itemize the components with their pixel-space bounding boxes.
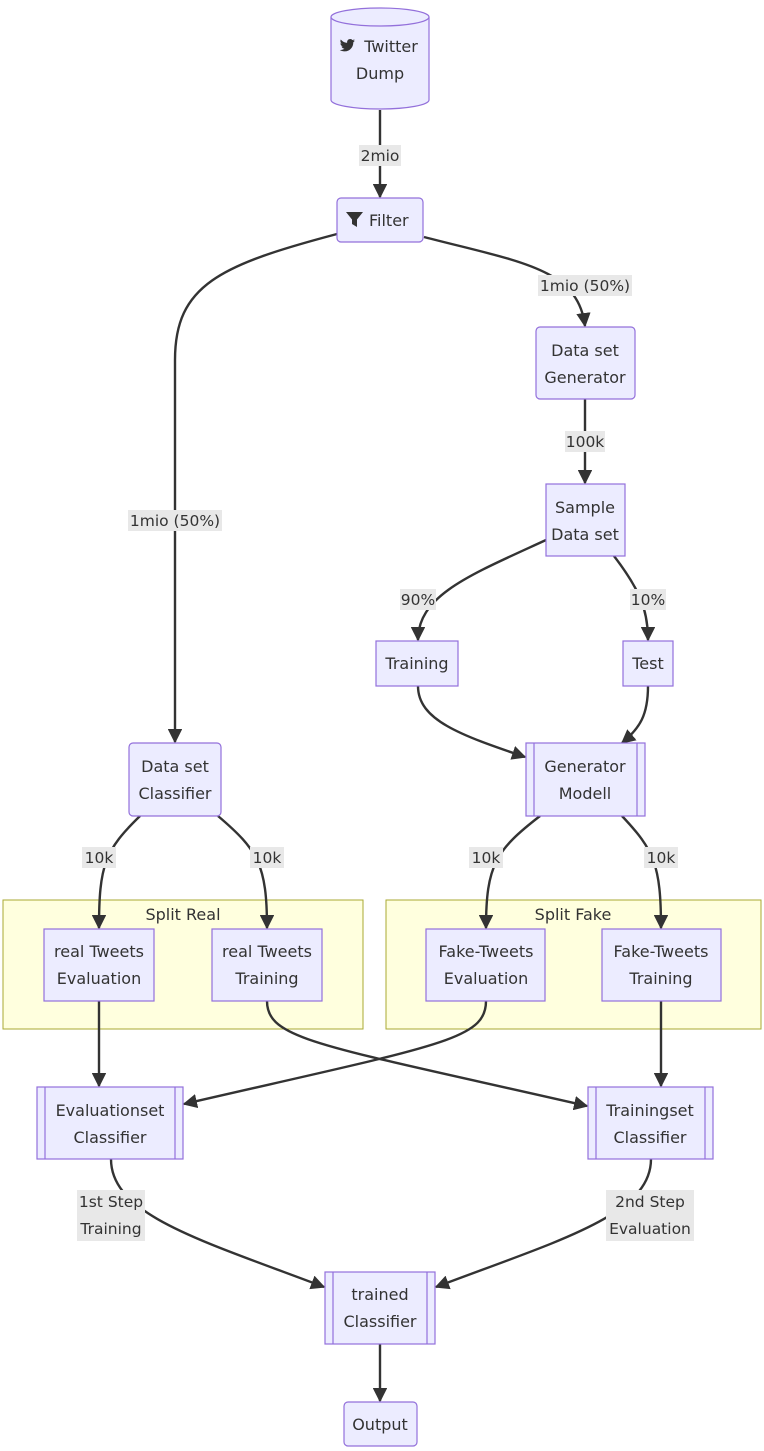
node-real-eval-line2: Evaluation: [57, 969, 141, 988]
node-output-label: Output: [352, 1415, 408, 1434]
node-real-train-line2: Training: [234, 969, 298, 988]
node-fake-train-line2: Training: [628, 969, 692, 988]
edge-labels: 2mio 1mio (50%) 1mio (50%) 100k 90% 10% …: [77, 145, 694, 1241]
node-generator-modell[interactable]: Generator Modell: [525, 742, 646, 817]
node-evaluationset-classifier[interactable]: Evaluationset Classifier: [36, 1086, 184, 1160]
node-trainingset-classifier[interactable]: Trainingset Classifier: [587, 1086, 714, 1160]
node-test-label: Test: [631, 654, 664, 673]
node-fake-eval-line2: Evaluation: [444, 969, 528, 988]
node-generator-modell-line2: Modell: [559, 784, 611, 803]
node-evalset-classifier-line2: Classifier: [73, 1128, 146, 1147]
node-sample-dataset-line1: Sample: [555, 498, 615, 517]
node-dataset-generator-line2: Generator: [544, 368, 626, 387]
edge-sample-training: [410, 538, 547, 642]
cluster-split-fake-label: Split Fake: [535, 905, 612, 924]
node-dataset-classifier-line1: Data set: [141, 757, 209, 776]
edge-fake-eval-evalset: [182, 1000, 488, 1109]
node-sample-dataset-line2: Data set: [551, 525, 619, 544]
edge-test-modell: [620, 685, 650, 744]
node-trainset-classifier-line2: Classifier: [613, 1128, 686, 1147]
edge-label-sample-training: 90%: [400, 589, 436, 610]
svg-text:10k: 10k: [647, 849, 676, 867]
svg-text:2mio: 2mio: [361, 147, 400, 165]
node-twitter-dump-line2: Dump: [356, 64, 404, 83]
svg-text:1st Step: 1st Step: [79, 1193, 143, 1211]
node-fake-eval-line1: Fake-Tweets: [439, 942, 534, 961]
svg-text:1mio (50%): 1mio (50%): [130, 512, 220, 530]
node-twitter-dump-line1: Twitter: [363, 37, 418, 56]
node-twitter-dump[interactable]: Twitter Dump: [330, 7, 430, 110]
edge-label-filter-classifier: 1mio (50%): [128, 510, 222, 531]
edge-real-train-trainset: [265, 1000, 589, 1111]
svg-text:10k: 10k: [472, 849, 501, 867]
node-generator-modell-line1: Generator: [544, 757, 626, 776]
node-test[interactable]: Test: [622, 640, 674, 687]
node-sample-dataset[interactable]: Sample Data set: [545, 483, 626, 557]
node-fake-train-line1: Fake-Tweets: [614, 942, 709, 961]
edge-label-sample-test: 10%: [630, 589, 666, 610]
edge-label-modell-fake-train: 10k: [644, 847, 678, 868]
node-filter[interactable]: Filter: [336, 197, 424, 243]
node-dataset-classifier[interactable]: Data set Classifier: [128, 742, 222, 817]
edge-label-evalset-trained: 1st Step Training: [77, 1190, 145, 1241]
node-real-eval-line1: real Tweets: [54, 942, 144, 961]
svg-text:100k: 100k: [566, 433, 605, 451]
svg-text:1mio (50%): 1mio (50%): [540, 277, 630, 295]
node-trainset-classifier-line1: Trainingset: [605, 1101, 694, 1120]
filter-funnel-icon: [346, 212, 363, 227]
node-real-tweets-evaluation[interactable]: real Tweets Evaluation: [43, 928, 155, 1002]
svg-text:90%: 90%: [401, 591, 435, 609]
node-fake-tweets-training[interactable]: Fake-Tweets Training: [601, 928, 722, 1002]
node-real-train-line1: real Tweets: [222, 942, 312, 961]
node-dataset-generator-line1: Data set: [551, 341, 619, 360]
edge-label-trainset-trained: 2nd Step Evaluation: [606, 1190, 694, 1241]
edge-label-filter-generator: 1mio (50%): [538, 275, 632, 296]
node-trained-classifier-line2: Classifier: [343, 1312, 416, 1331]
edge-filter-classifier: [167, 232, 338, 744]
edge-label-dump-filter: 2mio: [359, 145, 401, 166]
svg-text:10k: 10k: [253, 849, 282, 867]
node-trained-classifier[interactable]: trained Classifier: [324, 1271, 436, 1345]
svg-text:10%: 10%: [631, 591, 665, 609]
cluster-split-real-label: Split Real: [145, 905, 220, 924]
node-real-tweets-training[interactable]: real Tweets Training: [211, 928, 323, 1002]
svg-text:2nd Step: 2nd Step: [615, 1193, 685, 1211]
svg-text:Evaluation: Evaluation: [609, 1220, 691, 1238]
node-output[interactable]: Output: [343, 1401, 418, 1447]
edge-label-modell-fake-eval: 10k: [469, 847, 503, 868]
edge-label-classifier-real-train: 10k: [250, 847, 284, 868]
edge-training-modell: [416, 685, 527, 760]
edge-filter-generator: [423, 235, 591, 328]
node-dataset-classifier-line2: Classifier: [138, 784, 211, 803]
node-dataset-generator[interactable]: Data set Generator: [535, 326, 636, 400]
svg-text:10k: 10k: [85, 849, 114, 867]
edge-label-generator-sample: 100k: [565, 431, 605, 452]
edge-trainset-trained: [434, 1158, 653, 1290]
node-fake-tweets-evaluation[interactable]: Fake-Tweets Evaluation: [425, 928, 546, 1002]
node-training-label: Training: [384, 654, 448, 673]
node-evalset-classifier-line1: Evaluationset: [56, 1101, 165, 1120]
edge-evalset-trained: [109, 1158, 326, 1290]
node-training[interactable]: Training: [375, 640, 459, 687]
edge-label-classifier-real-eval: 10k: [82, 847, 116, 868]
node-filter-label: Filter: [369, 211, 409, 230]
node-trained-classifier-line1: trained: [351, 1285, 408, 1304]
twitter-bird-icon: [339, 39, 355, 52]
svg-text:Training: Training: [79, 1220, 141, 1238]
